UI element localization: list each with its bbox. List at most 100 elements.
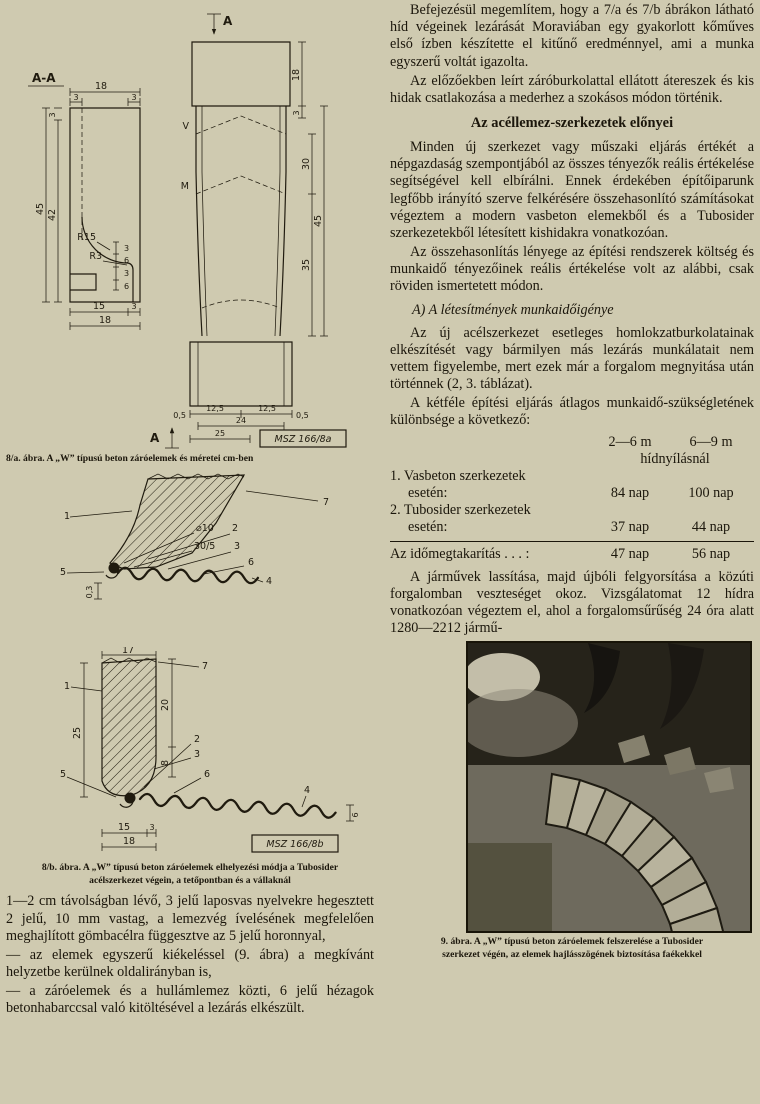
caption-line: szerkezet végén, az elemek hajlásszögéne… (442, 948, 702, 960)
comparison-table: 2—6 m 6—9 m hídnyílásnál 1. Vasbeton sze… (390, 434, 754, 563)
level-label: M (181, 181, 189, 192)
dim-label: 45 (313, 215, 324, 227)
table-value: 56 nap (691, 545, 731, 562)
stone-arch (544, 773, 724, 932)
table-value: 100 nap (688, 484, 734, 501)
dim-label: 20 (160, 699, 171, 711)
table-total-label: Az időmegtakarítás . . . : (390, 545, 530, 562)
table-header-row: 2—6 m 6—9 m (390, 434, 754, 451)
dim-label: 0,3 (85, 586, 94, 599)
left-text-block: 1—2 cm távolságban lévő, 3 jelű laposvas… (6, 893, 374, 1017)
part-label: 2 (194, 734, 200, 745)
part-label: 4 (304, 785, 310, 796)
dim-label: 24 (236, 416, 246, 425)
dim-label: 15 (118, 822, 130, 833)
part-label: 1 (64, 511, 70, 522)
dim-label: 3 (131, 302, 136, 311)
dim-label: ⌀10 (196, 523, 214, 534)
caption-line: 9. ábra. A „W” típusú beton záróelemek f… (440, 936, 704, 948)
dim-label: 3 (131, 93, 136, 102)
dim-label: 3 (149, 823, 154, 832)
loose-stone (664, 747, 696, 776)
table-col-note: hídnyílásnál (640, 450, 710, 467)
caption-line: 8/b. ábra. A „W” típusú beton záróelemek… (41, 862, 339, 874)
dim-label: 6 (124, 256, 129, 265)
dim-label: 45 (35, 203, 46, 215)
dim-label: 6 (124, 282, 129, 291)
figure-8b-springing-detail: 17 7 1 25 20 8 2 3 6 5 4 (6, 647, 374, 859)
figure-8a-caption: 8/a. ábra. A „W” típusú beton záróelemek… (6, 453, 254, 464)
dim-label: 12,5 (258, 404, 276, 413)
table-value: 84 nap (610, 484, 650, 501)
part-label: 2 (232, 523, 238, 534)
cross-section-a-a: A-A 18 3 3 45 42 3 R15 R (28, 71, 141, 330)
dim-label: 3 (292, 110, 301, 115)
table-row-label-line: esetén: (408, 518, 448, 535)
dim-label: 42 (47, 209, 58, 221)
dim-label: 25 (72, 727, 83, 739)
part-label: 5 (60, 769, 66, 780)
corrugated-sheet (138, 793, 337, 820)
figure-8b-crown-detail: 7 1 ⌀10 2 30/5 3 6 5 4 0,3 (6, 471, 374, 647)
part-label: 1 (64, 681, 70, 692)
table-row: 1. Vasbeton szerkezetek esetén: 84 nap 1… (390, 468, 754, 502)
loose-stone (704, 767, 734, 794)
table-col-header: 2—6 m (608, 433, 652, 450)
elevation-view: A V M 18 3 30 (150, 13, 347, 449)
part-label: 5 (60, 567, 66, 578)
table-total-row: Az időmegtakarítás . . . : 47 nap 56 nap (390, 540, 754, 563)
paragraph: A járművek lassítása, majd újbóli felgyo… (390, 568, 754, 637)
dim-label: 6 (351, 813, 360, 818)
figure-9-caption: 9. ábra. A „W” típusú beton záróelemek f… (390, 936, 754, 961)
part-label: 3 (194, 749, 200, 760)
dim-label: 3 (48, 112, 57, 117)
dim-label: 18 (123, 836, 135, 847)
dim-label: 15 (93, 301, 105, 312)
level-label: V (183, 121, 190, 132)
arch-shadow (468, 843, 552, 932)
table-row-label: 1. Vasbeton szerkezetek esetén: (390, 468, 592, 502)
table-spacer (390, 451, 596, 468)
part-label: 7 (323, 497, 329, 508)
dim-label: 0,5 (296, 411, 309, 420)
dim-label: 12,5 (206, 404, 224, 413)
dim-label: 0,5 (173, 411, 186, 420)
paragraph: Az összehasonlítás lényege az építési re… (390, 244, 754, 295)
section-label: A-A (32, 71, 56, 85)
dim-label: 18 (95, 81, 107, 92)
dim-label: 25 (215, 429, 225, 438)
paragraph: — a záróelemek és a hullámlemez közti, 6… (6, 983, 374, 1017)
section-arrow-label: A (223, 14, 233, 28)
subsection-heading: A) A létesítmények munkaidőigénye (412, 301, 614, 318)
radius-label: R3 (89, 251, 102, 262)
table-value: 37 nap (610, 518, 650, 535)
table-header-note-row: hídnyílásnál (390, 451, 754, 468)
dim-label: 3 (73, 93, 78, 102)
paragraph: 1—2 cm távolságban lévő, 3 jelű laposvas… (6, 893, 374, 944)
dim-label: 8 (160, 760, 171, 766)
part-label: 3 (234, 541, 240, 552)
table-row-label: 2. Tubosider szerkezetek esetén: (390, 502, 592, 536)
paragraph: A kétféle építési eljárás átlagos munkai… (390, 395, 754, 429)
dim-label: 3 (124, 269, 129, 278)
part-label: 6 (204, 769, 210, 780)
loose-stone (618, 735, 650, 764)
dim-label: 30/5 (194, 541, 215, 552)
dim-label: 18 (291, 69, 302, 81)
sky-patch (468, 653, 540, 702)
springing-detail-drawing: 17 7 1 25 20 8 2 3 6 5 4 (60, 647, 360, 854)
table-row: 2. Tubosider szerkezetek esetén: 37 nap … (390, 502, 754, 536)
dim-label: 17 (122, 647, 134, 656)
dim-label: 18 (99, 315, 111, 326)
paragraph: Befejezésül megemlítem, hogy a 7/a és 7/… (390, 2, 754, 70)
table-value: 44 nap (691, 518, 731, 535)
figure-8a-drawing: A-A 18 3 3 45 42 3 R15 R (6, 2, 374, 450)
part-label: 7 (202, 661, 208, 672)
round-bar-section (108, 562, 120, 574)
figure-8b-caption: 8/b. ábra. A „W” típusú beton záróelemek… (6, 862, 374, 887)
standard-ref-label: MSZ 166/8a (275, 434, 332, 445)
part-label: 6 (248, 557, 254, 568)
right-column: Befejezésül megemlítem, hogy a 7/a és 7/… (390, 2, 754, 967)
paragraph: Minden új szerkezet vagy műszaki eljárás… (390, 139, 754, 241)
